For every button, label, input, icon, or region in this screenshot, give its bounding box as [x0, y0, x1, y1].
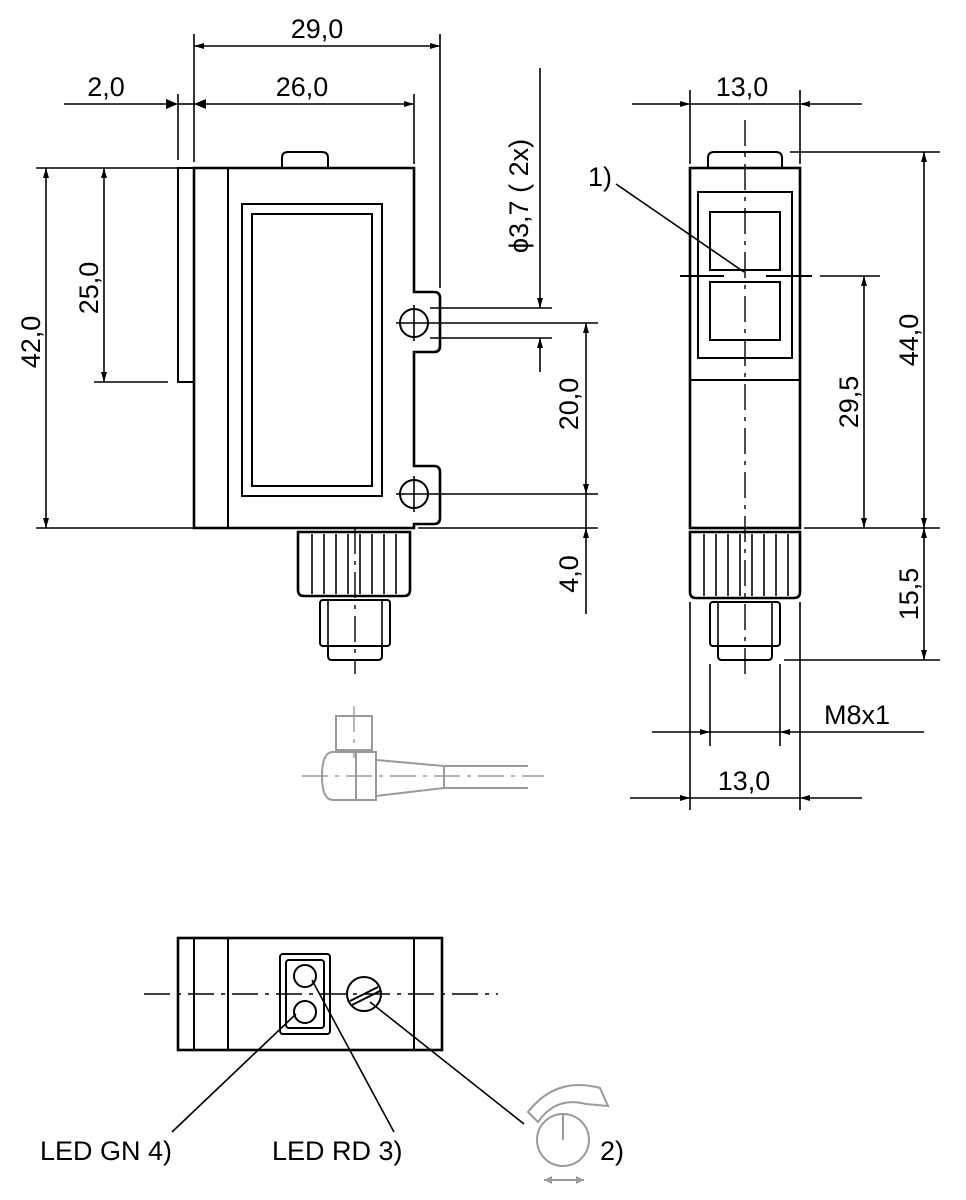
dim-connector-length: 15,5: [894, 568, 924, 621]
led-green: [293, 1000, 317, 1024]
note-1-label: 1): [588, 162, 612, 192]
sensitivity-potentiometer: [346, 976, 382, 1012]
led-window-outer: [279, 953, 331, 1035]
front-view: 29,0 2,0 26,0 42,0 25,0 ϕ3,7 ( 2x) 20,0: [16, 14, 598, 801]
led-window-inner: [285, 959, 325, 1029]
side-view: 1) 13,0 44,0 29,5 15,5 M8x1 13,0: [588, 72, 940, 810]
led-red: [293, 964, 317, 988]
side-connector-nut: [688, 530, 802, 600]
dim-hole-diameter: ϕ3,7 ( 2x): [504, 139, 534, 253]
side-top-tab: [707, 151, 783, 168]
angled-plug-phantom: [302, 706, 544, 801]
front-window-inner: [251, 213, 373, 487]
dim-side-width-bottom: 13,0: [718, 766, 771, 796]
connector-nut: [296, 530, 412, 598]
mounting-flange: [177, 167, 195, 383]
led-red-label: LED RD 3): [272, 1136, 403, 1166]
top-view: LED GN 4) LED RD 3) 2): [40, 936, 624, 1184]
top-tab: [281, 151, 329, 168]
dim-thread: M8x1: [824, 700, 890, 730]
note-2-label: 2): [600, 1136, 624, 1166]
front-window-outer: [241, 203, 383, 497]
dim-side-height: 44,0: [894, 314, 924, 367]
dim-hole-spacing: 20,0: [554, 378, 584, 431]
rotation-adjust-icon: [526, 1084, 610, 1184]
dim-width-offset: 2,0: [87, 72, 125, 102]
dim-width-total: 29,0: [291, 14, 344, 44]
housing-outline: [192, 166, 442, 530]
dim-width-housing: 26,0: [276, 72, 329, 102]
dim-hole-to-bottom: 4,0: [554, 555, 584, 593]
dim-height-upper: 25,0: [74, 262, 104, 315]
led-green-label: LED GN 4): [40, 1136, 172, 1166]
dim-side-lower: 29,5: [834, 376, 864, 429]
dim-height-total: 42,0: [16, 316, 46, 369]
dim-side-width-top: 13,0: [716, 72, 769, 102]
